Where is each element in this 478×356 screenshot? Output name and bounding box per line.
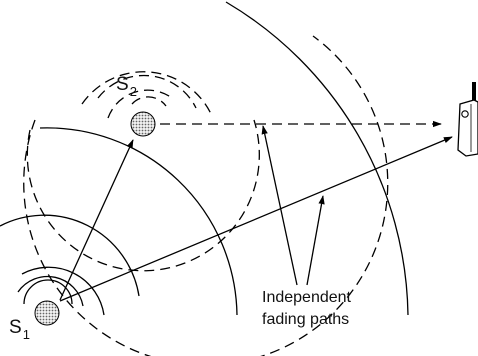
annotation-arrow-solid-path (306, 195, 325, 286)
s2-wavefront-2 (107, 89, 173, 119)
annotation-label: Independent fading paths (262, 287, 351, 331)
s1-wavefront-5 (39, 127, 238, 316)
s2-wavefront-6 (23, 35, 389, 356)
s1-wavefront-4 (0, 214, 140, 297)
annotation-line-2: fading paths (262, 311, 350, 328)
s1-wavefronts (0, 1, 409, 316)
source-s2-subscript: 2 (129, 84, 137, 99)
path-s1-to-s2 (59, 139, 134, 301)
s1-wavefront-2 (17, 275, 84, 307)
s1-wavefront-3 (21, 266, 105, 316)
source-s2-letter: S (116, 74, 129, 95)
s2-wavefront-1 (131, 96, 167, 107)
s1-wavefront-1 (23, 279, 73, 305)
s1-wavefront-6 (225, 1, 409, 316)
s2-wavefronts (23, 35, 389, 356)
path-s1-to-receiver (59, 136, 453, 302)
source-s1-letter: S (9, 317, 22, 338)
s2-wavefront-5 (26, 119, 260, 272)
mobile-phone-icon (457, 82, 478, 157)
s2-wavefront-3 (97, 74, 197, 109)
source-s2-label: S2 (116, 74, 137, 99)
source-s2-icon (130, 111, 156, 137)
source-s1-label: S1 (9, 317, 30, 342)
annotation-line-1: Independent (262, 289, 351, 306)
annotation-arrow-dashed-path (261, 125, 298, 286)
source-s1-icon (34, 300, 60, 326)
source-s1-subscript: 1 (22, 327, 30, 342)
s2-wavefront-4 (81, 71, 213, 117)
